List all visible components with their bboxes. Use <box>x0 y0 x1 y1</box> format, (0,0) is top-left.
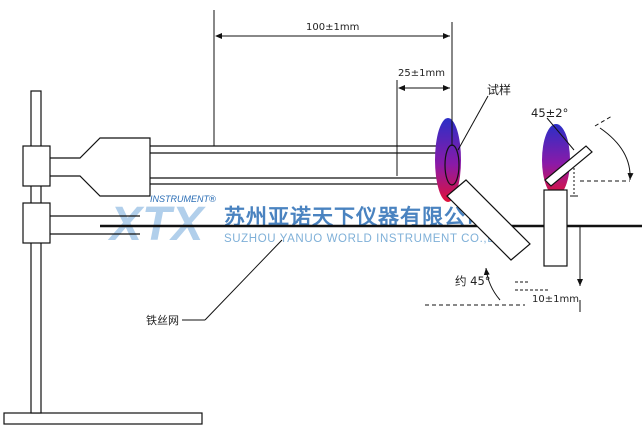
dimensions <box>182 10 583 321</box>
specimen-clamp <box>50 137 452 197</box>
label-approx-45: 约 45° <box>455 274 491 288</box>
watermark-registered: ® <box>208 195 217 205</box>
burner-right <box>543 189 568 267</box>
flame-left <box>435 118 461 202</box>
label-dim-25: 25±1mm <box>398 68 445 79</box>
burner-left <box>446 179 531 261</box>
detail-view <box>542 115 634 267</box>
wire-gauze-support <box>50 215 140 235</box>
stand-rod <box>30 90 42 414</box>
label-wire-gauze: 铁丝网 <box>146 314 179 327</box>
watermark: XTX INSTRUMENT ® 苏州亚诺天下仪器有限公司 SUZHOU YAN… <box>107 194 514 251</box>
label-dim-10: 10±1mm <box>532 294 579 305</box>
labels: 100±1mm 25±1mm 试样 45±2° 约 45° 10±1mm 铁丝网 <box>146 22 579 327</box>
flame-right <box>542 124 570 196</box>
label-sample: 试样 <box>487 82 511 97</box>
ring-stand <box>3 90 203 425</box>
clamp-upper <box>22 145 51 187</box>
specimen-45deg <box>544 145 593 187</box>
watermark-logo: XTX <box>107 198 206 251</box>
stand-base <box>3 412 203 425</box>
watermark-company-en: SUZHOU YANUO WORLD INSTRUMENT CO.,LTD. <box>224 233 514 245</box>
label-angle-45-2: 45±2° <box>531 106 568 120</box>
watermark-instrument: INSTRUMENT <box>150 194 210 204</box>
label-dim-100: 100±1mm <box>306 22 359 33</box>
clamp-lower <box>22 202 51 244</box>
